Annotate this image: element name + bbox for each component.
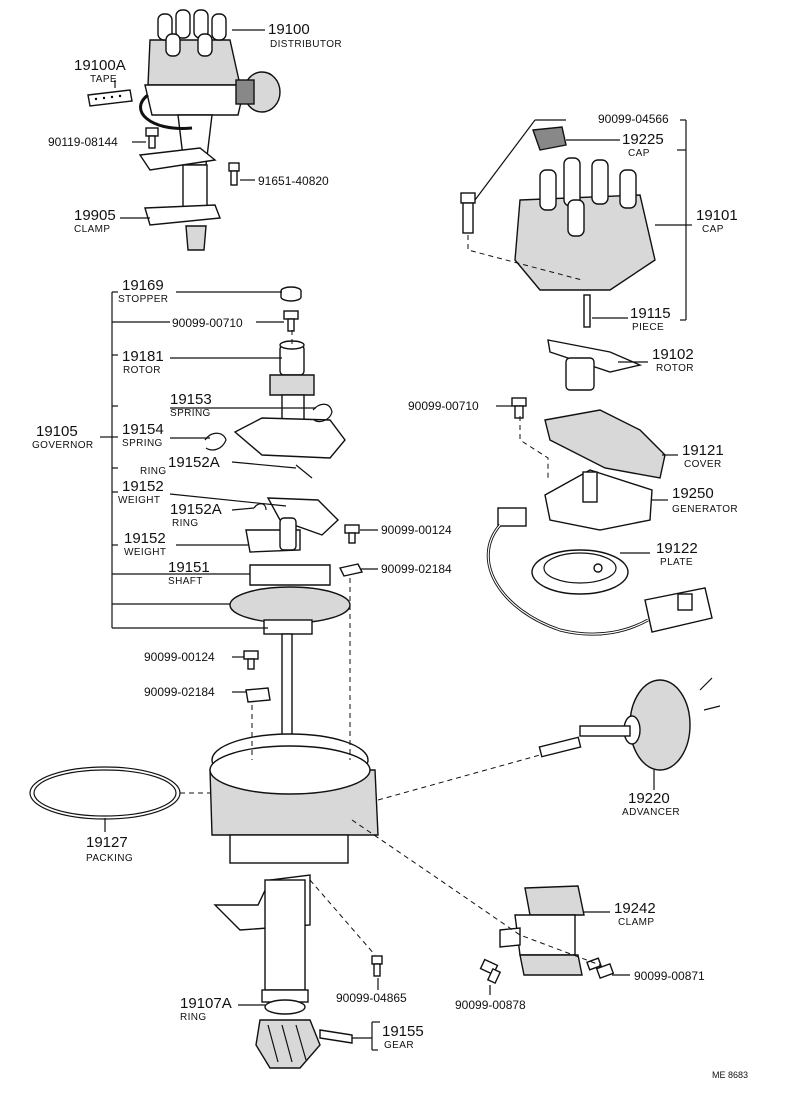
callout-name: CAP	[628, 148, 650, 159]
callout-name: SHAFT	[168, 576, 203, 587]
callout-name: PACKING	[86, 853, 133, 864]
callout-name: SPRING	[170, 408, 211, 419]
callout-name: WEIGHT	[124, 547, 166, 558]
callout-number: 19105	[36, 423, 78, 440]
callout-number: 90099-00871	[634, 969, 705, 983]
callout-number: 91651-40820	[258, 174, 329, 188]
leader-lines	[100, 29, 692, 1051]
callout-name: ROTOR	[656, 363, 694, 374]
callout-name: SPRING	[122, 438, 163, 449]
callout-number: 90119-08144	[48, 135, 118, 149]
callout-number: 19121	[682, 442, 724, 459]
callout-name: PIECE	[632, 322, 664, 333]
callout-name: PLATE	[660, 557, 693, 568]
assembly-dashed-lines	[180, 235, 601, 966]
callout-number: 19115	[630, 305, 671, 322]
callout-labels: 19100 DISTRIBUTOR 19100A TAPE 90119-0814…	[32, 21, 748, 1080]
callout-number: 19122	[656, 540, 698, 557]
callout-number: 90099-00124	[144, 650, 215, 664]
callout-name: CAP	[702, 224, 724, 235]
governor-stack-drawing	[204, 286, 364, 745]
callout-name: GENERATOR	[672, 504, 738, 515]
callout-name: WEIGHT	[118, 495, 160, 506]
callout-number: 90099-02184	[381, 562, 452, 576]
callout-name: DISTRIBUTOR	[270, 39, 342, 50]
callout-number: 19220	[628, 790, 670, 807]
callout-number: 90099-02184	[144, 685, 215, 699]
callout-name: RING	[172, 518, 199, 529]
diagram-reference-code: ME 8683	[712, 1070, 748, 1080]
callout-number: 90099-04566	[598, 112, 669, 126]
callout-number: 19152A	[170, 501, 222, 518]
callout-number: 19155	[382, 1023, 424, 1040]
callout-number: 90099-00710	[408, 399, 479, 413]
callout-number: 19107A	[180, 995, 232, 1012]
callout-number: 19100A	[74, 57, 126, 74]
callout-name: COVER	[684, 459, 722, 470]
callout-number: 19154	[122, 421, 164, 438]
callout-name: STOPPER	[118, 294, 168, 305]
callout-number: 19169	[122, 277, 164, 294]
callout-number: 19153	[170, 391, 212, 408]
callout-number: 19905	[74, 207, 116, 224]
callout-number: 19242	[614, 900, 656, 917]
callout-name: GOVERNOR	[32, 440, 94, 451]
callout-number: 19152A	[168, 454, 220, 471]
callout-number: 19100	[268, 21, 310, 38]
distributor-assembly-drawing	[87, 9, 281, 251]
callout-name: ROTOR	[123, 365, 161, 376]
callout-name: CLAMP	[74, 224, 110, 235]
callout-number: 19152	[124, 530, 166, 547]
callout-number: 90099-00124	[381, 523, 452, 537]
callout-number: 19102	[652, 346, 694, 363]
callout-name: GEAR	[384, 1040, 414, 1051]
callout-number: 19151	[168, 559, 210, 576]
callout-number: 90099-04865	[336, 991, 407, 1005]
callout-name: TAPE	[90, 74, 117, 85]
callout-number: 19250	[672, 485, 714, 502]
housing-drawing	[29, 733, 383, 1069]
callout-name: RING	[180, 1012, 207, 1023]
callout-number: 90099-00878	[455, 998, 526, 1012]
callout-number: 19225	[622, 131, 664, 148]
callout-number: 19152	[122, 478, 164, 495]
callout-number: 90099-00710	[172, 316, 243, 330]
callout-name: ADVANCER	[622, 807, 680, 818]
callout-number: 19101	[696, 207, 738, 224]
callout-number: 19181	[122, 348, 164, 365]
callout-name: CLAMP	[618, 917, 654, 928]
callout-name: RING	[140, 466, 167, 477]
callout-number: 19127	[86, 834, 128, 851]
right-side-drawing	[460, 126, 721, 985]
